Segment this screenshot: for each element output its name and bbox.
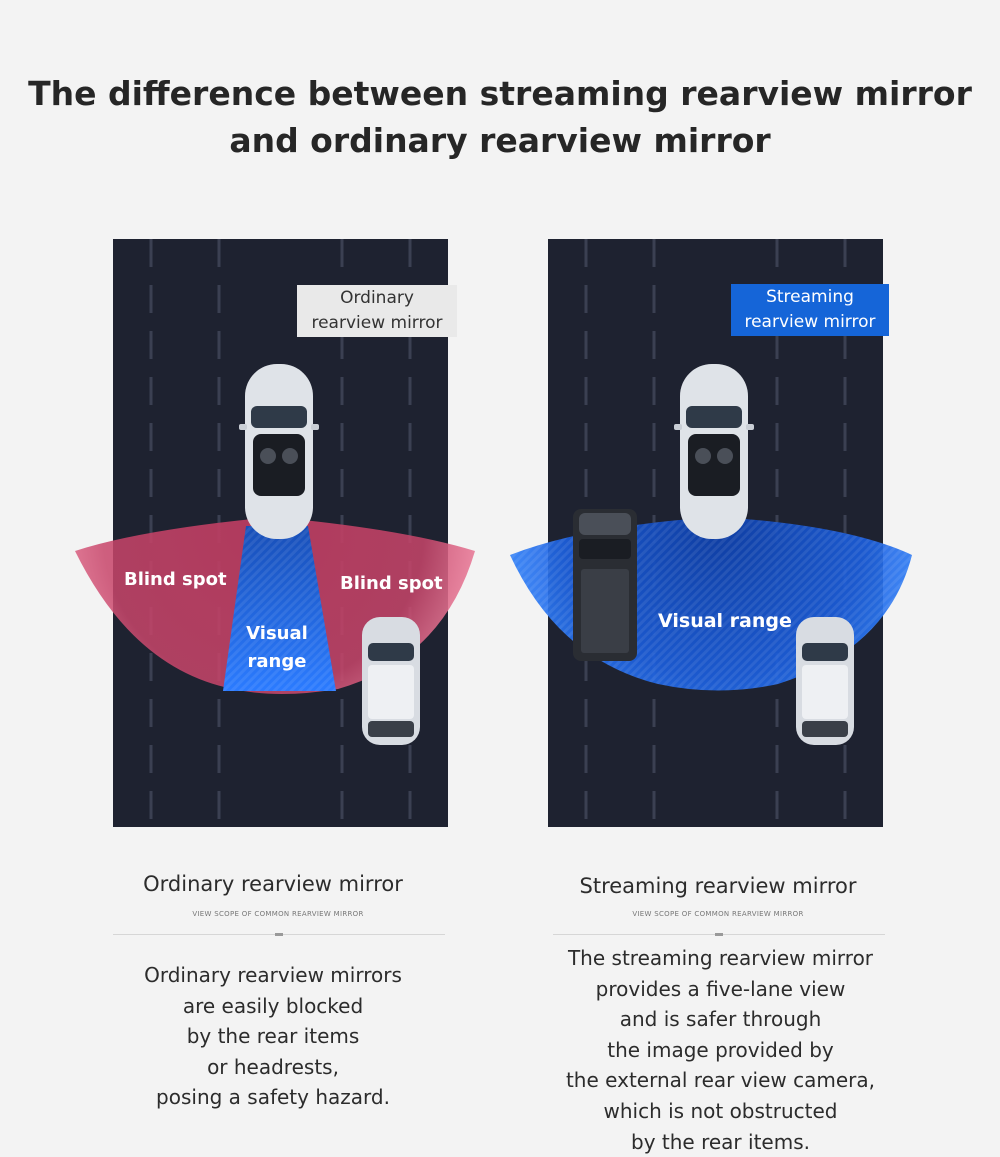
streaming-desc-line: the external rear view camera, (565, 1068, 876, 1093)
ordinary-desc-line: or headrests, (207, 1054, 339, 1079)
ego-car (674, 364, 754, 539)
ordinary-divider (113, 933, 445, 936)
page-title-line-2: and ordinary rearview mirror (229, 121, 771, 160)
trailing-car (796, 617, 854, 745)
ordinary-desc-line: posing a safety hazard. (156, 1085, 390, 1110)
streaming-mirror-tag: Streaming rearview mirror (731, 284, 889, 336)
visual-range-right-label: Visual range (658, 610, 792, 632)
visual-range-left-label: Visual range (246, 623, 308, 672)
streaming-desc-line: which is not obstructed (603, 1098, 838, 1123)
streaming-caption-title: Streaming rearview mirror (579, 874, 857, 898)
streaming-desc-line: by the rear items. (631, 1129, 810, 1154)
adjacent-truck (573, 509, 637, 661)
trailing-car (362, 617, 420, 745)
ordinary-mirror-tag: Ordinary rearview mirror (297, 285, 457, 337)
streaming-desc-line: provides a five-lane view (595, 976, 846, 1001)
ordinary-caption-subtitle: VIEW SCOPE OF COMMON REARVIEW MIRROR (192, 910, 364, 918)
blind-spot-left-label: Blind spot (124, 569, 227, 590)
page-title-line-1: The difference between streaming rearvie… (28, 74, 972, 113)
ego-car (239, 364, 319, 539)
page-title: The difference between streaming rearvie… (0, 70, 1000, 164)
streaming-desc-line: and is safer through (619, 1007, 822, 1032)
streaming-road-svg (510, 239, 912, 827)
ordinary-mirror-tag-text: Ordinary rearview mirror (311, 288, 443, 333)
streaming-description: The streaming rearview mirror provides a… (548, 943, 893, 1157)
ordinary-caption-title: Ordinary rearview mirror (143, 872, 403, 896)
ordinary-road-svg (75, 239, 475, 827)
ordinary-desc-line: by the rear items (186, 1024, 360, 1049)
blind-spot-right-label: Blind spot (340, 573, 443, 594)
streaming-desc-line: the image provided by (607, 1037, 834, 1062)
ordinary-desc-line: are easily blocked (182, 993, 364, 1018)
streaming-mirror-tag-text: Streaming rearview mirror (744, 287, 876, 332)
streaming-desc-line: The streaming rearview mirror (567, 946, 874, 970)
ordinary-mirror-diagram (75, 239, 475, 827)
ordinary-description: Ordinary rearview mirrors are easily blo… (113, 960, 433, 1113)
streaming-divider (553, 933, 885, 936)
ordinary-desc-line: Ordinary rearview mirrors (144, 963, 402, 987)
streaming-mirror-diagram (510, 239, 912, 827)
streaming-caption-subtitle: VIEW SCOPE OF COMMON REARVIEW MIRROR (632, 910, 804, 918)
